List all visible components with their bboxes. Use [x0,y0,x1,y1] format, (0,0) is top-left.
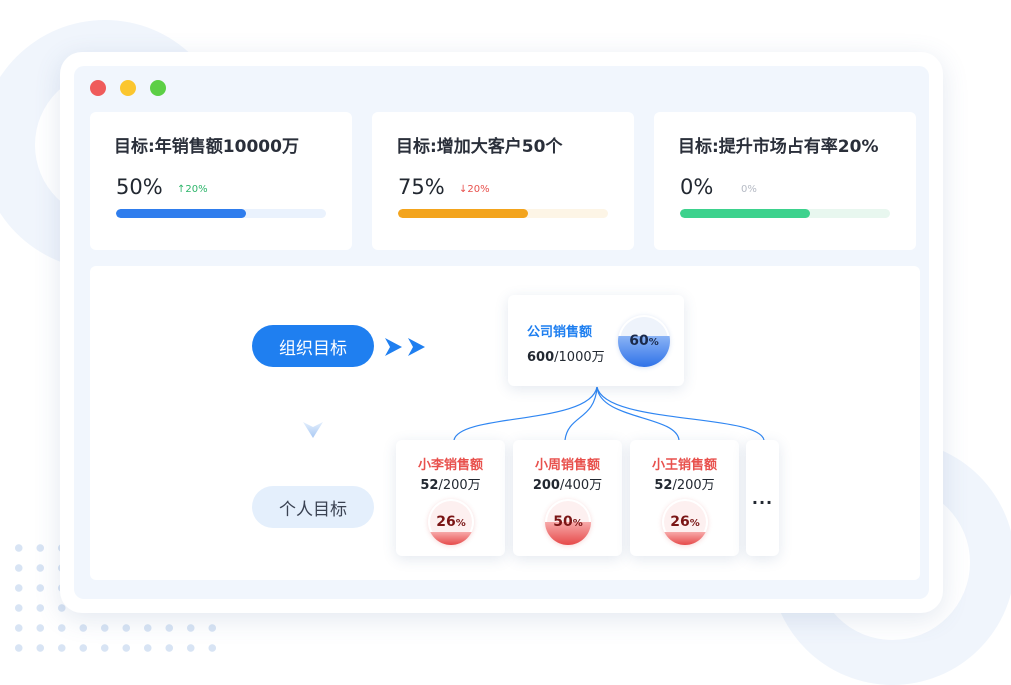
person-sales-name: 小周销售额 [534,458,600,473]
goal-percent: 0% [680,175,714,199]
goal-delta: 0% [741,184,757,195]
progress-percent-sign: % [455,518,466,529]
company-sales-value: 600/1000万 [527,346,605,365]
person-sales-value: 200/400万 [513,474,622,493]
goal-delta: ↓20% [459,184,490,195]
person-progress-badge: 50% [545,499,591,545]
goal-percent: 50% [116,175,163,199]
progress-liquid-fill [662,532,708,545]
progress-liquid-fill [545,522,591,545]
progress-percent: 60% [629,333,659,349]
person-sales-card-li[interactable]: 小李销售额 52/200万 26% [396,440,505,556]
progress-percent: 50% [553,514,583,530]
person-sales-target: /200万 [672,478,715,493]
minimize-window-button[interactable] [120,80,136,96]
company-progress-badge: 60% [618,315,670,367]
progress-percent-number: 50 [553,514,573,530]
goal-breakdown-panel [90,266,920,580]
progress-liquid-fill [618,335,670,367]
company-sales-name: 公司销售额 [527,325,593,340]
progress-percent: 26% [436,514,466,530]
goal-progress-fill [116,209,247,218]
goal-progress-track [116,209,326,218]
person-sales-card-wang[interactable]: 小王销售额 52/200万 26% [630,440,739,556]
goal-title: 目标:增加大客户50个 [396,137,563,157]
goal-card-key-accounts[interactable]: 目标:增加大客户50个 75% ↓20% [372,112,634,250]
person-sales-name: 小李销售额 [417,458,483,473]
person-sales-target: /400万 [559,478,603,493]
goal-progress-track [398,209,608,218]
org-goal-pill[interactable]: 组织目标 [252,325,374,367]
person-sales-card-zhou[interactable]: 小周销售额 200/400万 50% [513,440,622,556]
person-progress-badge: 26% [428,499,474,545]
progress-percent-sign: % [689,518,700,529]
goal-card-market-share[interactable]: 目标:提升市场占有率20% 0% 0% [654,112,916,250]
person-sales-target: /200万 [438,478,481,493]
personal-goal-pill[interactable]: 个人目标 [252,486,374,528]
progress-liquid-fill [428,532,474,545]
company-sales-current: 600 [527,350,555,365]
company-sales-target: /1000万 [554,350,605,365]
person-sales-value: 52/200万 [630,474,739,493]
chevron-down-icon [303,422,323,438]
progress-percent-sign: % [572,518,583,529]
progress-percent-number: 60 [629,333,649,349]
goal-title: 目标:提升市场占有率20% [678,137,879,157]
progress-percent-number: 26 [436,514,456,530]
goal-progress-track [680,209,890,218]
person-sales-name: 小王销售额 [651,458,717,473]
close-window-button[interactable] [90,80,106,96]
goal-percent: 75% [398,175,445,199]
goal-card-annual-sales[interactable]: 目标:年销售额10000万 50% ↑20% [90,112,352,250]
goal-progress-fill [680,209,811,218]
person-progress-badge: 26% [662,499,708,545]
double-chevron-right-icon [385,338,425,356]
more-members-button[interactable]: ... [746,440,779,556]
hierarchy-connector-lines [453,386,765,441]
person-sales-current: 200 [532,478,560,493]
progress-percent-number: 26 [670,514,690,530]
goal-progress-fill [398,209,529,218]
progress-percent-sign: % [648,337,659,348]
person-sales-value: 52/200万 [396,474,505,493]
person-sales-current: 52 [420,478,439,493]
person-sales-current: 52 [654,478,673,493]
maximize-window-button[interactable] [150,80,166,96]
progress-percent: 26% [670,514,700,530]
goal-title: 目标:年销售额10000万 [114,137,299,157]
goal-delta: ↑20% [177,184,208,195]
